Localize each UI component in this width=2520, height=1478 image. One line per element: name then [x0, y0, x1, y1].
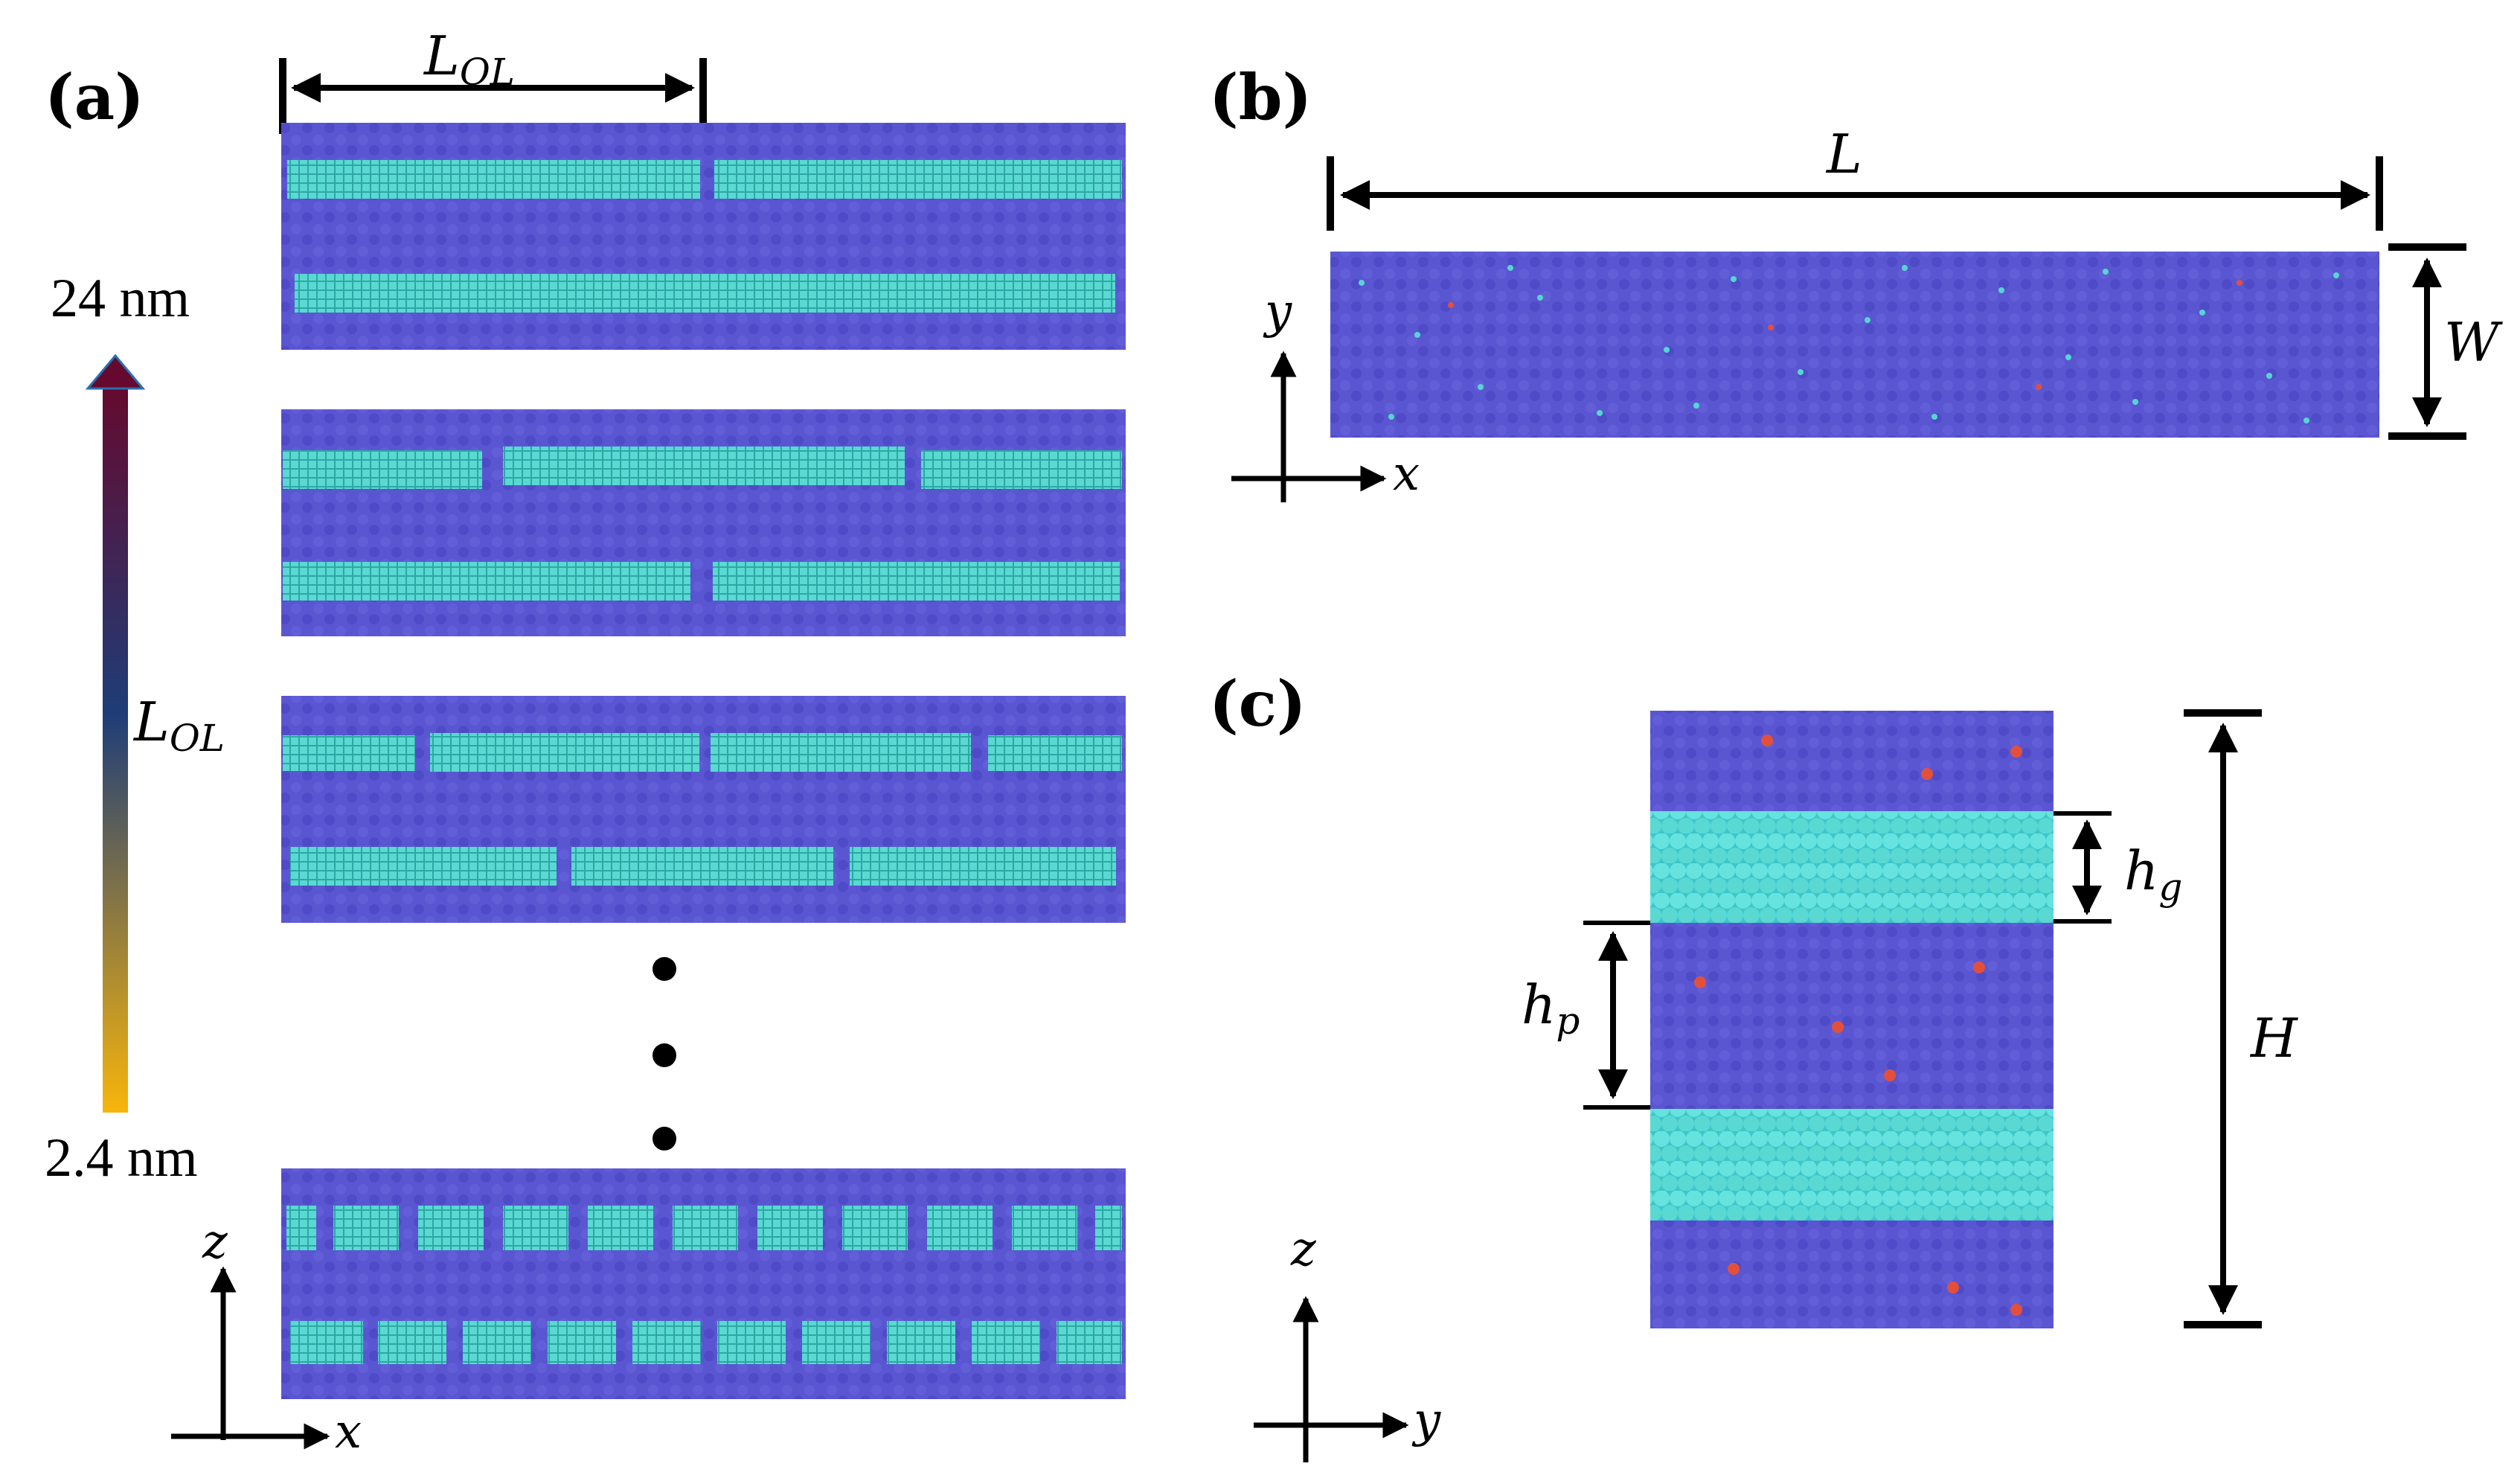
axis-z-label-c: z: [1290, 1222, 1317, 1277]
scale-top-label: 24 nm: [51, 268, 190, 329]
length-symbol: L: [1825, 123, 1862, 185]
axes-b: y x: [1231, 284, 1420, 502]
simulation-slab-4: [281, 1168, 1126, 1399]
simulation-slab-1: [281, 123, 1126, 350]
axis-x-label-a: x: [335, 1404, 362, 1459]
lol-dimension-a: LOL: [279, 25, 707, 134]
width-dimension-b: W: [2388, 243, 2503, 440]
graphene-lower-row: [290, 1321, 1122, 1364]
simulation-slab-2: [281, 409, 1126, 636]
cross-section-slab-c: [1650, 711, 2053, 1328]
length-dimension-b: L: [1327, 123, 2383, 231]
axis-x-label-b: x: [1393, 447, 1420, 502]
scale-lol-symbol: LOL: [132, 691, 225, 760]
scale-bottom-label: 2.4 nm: [45, 1127, 198, 1189]
width-symbol: W: [2444, 311, 2503, 374]
hp-dimension: hp: [1522, 921, 1650, 1110]
lol-symbol: LOL: [423, 25, 515, 94]
hg-dimension: hg: [2053, 811, 2182, 924]
scale-gradient-arrow: [85, 353, 146, 1113]
panel-label-c: (c): [1209, 667, 1307, 740]
axis-y-label-b: y: [1263, 284, 1292, 339]
axes-a: z x: [171, 1215, 362, 1459]
hp-symbol: hp: [1522, 973, 1580, 1043]
ellipsis-dots: [653, 957, 676, 1151]
simulation-slab-3: [281, 696, 1126, 923]
height-symbol: H: [2249, 1007, 2298, 1069]
axis-y-label-c: y: [1411, 1393, 1441, 1448]
panel-label-a: (a): [45, 60, 144, 134]
top-view-slab-b: [1330, 252, 2379, 438]
axes-c: z y: [1254, 1222, 1441, 1462]
graphene-upper-row: [286, 1206, 1122, 1250]
panel-label-b: (b): [1209, 60, 1312, 134]
height-dimension-c: H: [2184, 709, 2298, 1328]
hg-symbol: hg: [2124, 839, 2182, 909]
axis-z-label-a: z: [202, 1215, 228, 1270]
